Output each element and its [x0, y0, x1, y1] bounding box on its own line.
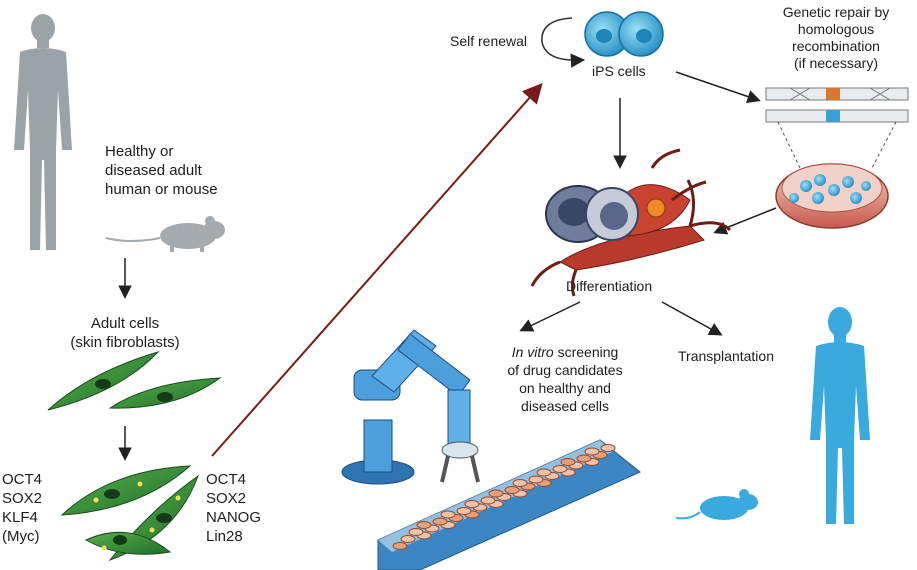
arrow-to-transplantation [661, 301, 723, 336]
well [432, 517, 448, 526]
fibroblast-cells-icon [47, 350, 222, 411]
ips-cells-label: iPS cells [592, 63, 646, 79]
blue-mouse-icon [675, 489, 758, 520]
well [512, 479, 528, 487]
well [408, 528, 424, 536]
screening-label: In vitro screening of drug candidates on… [507, 344, 623, 414]
reprogramming-arrow [211, 83, 543, 457]
differentiated-cells-icon [530, 148, 732, 297]
well [576, 454, 592, 463]
gray-human-icon [14, 14, 72, 250]
factors-left-list: OCT4 SOX2 KLF4 (Myc) [2, 471, 43, 545]
in-vitro-text: In vitro [511, 344, 554, 360]
transplantation-label: Transplantation [678, 348, 774, 364]
self-renewal-label: Self renewal [450, 33, 528, 49]
robot-arm-icon [341, 329, 480, 485]
well [488, 489, 504, 498]
well [536, 468, 552, 477]
well [560, 458, 576, 466]
self-renewal-arrow [541, 17, 586, 68]
genetic-repair-label: Genetic repair by homologous recombinati… [782, 4, 890, 71]
arrow-ips-to-repair [675, 71, 761, 103]
well [480, 496, 496, 505]
well-plate-icon [377, 439, 641, 570]
well [456, 507, 472, 515]
petri-dish-icon [775, 163, 889, 229]
well [440, 510, 456, 519]
blue-human-icon [810, 307, 870, 524]
well [584, 447, 600, 456]
gray-mouse-icon [105, 216, 225, 252]
well [400, 535, 416, 543]
well [464, 500, 480, 508]
reprogramming-cells-icon [60, 465, 200, 562]
arrow-repair-to-differentiation [713, 207, 777, 235]
dna-recombination-icon [765, 87, 909, 169]
well [416, 521, 432, 529]
ips-cells-icon [584, 11, 664, 57]
wells-group [392, 444, 616, 550]
factors-right-list: OCT4 SOX2 NANOG Lin28 [206, 471, 262, 545]
well [528, 475, 544, 484]
well [600, 444, 616, 452]
well [392, 542, 408, 550]
well [504, 486, 520, 494]
adult-cells-label: Adult cells (skin fibroblasts) [70, 315, 180, 351]
differentiation-label: Differentiation [566, 278, 653, 294]
arrow-to-screening [519, 301, 581, 332]
well [552, 465, 568, 473]
subject-label: Healthy or diseased adult human or mouse [105, 143, 218, 198]
